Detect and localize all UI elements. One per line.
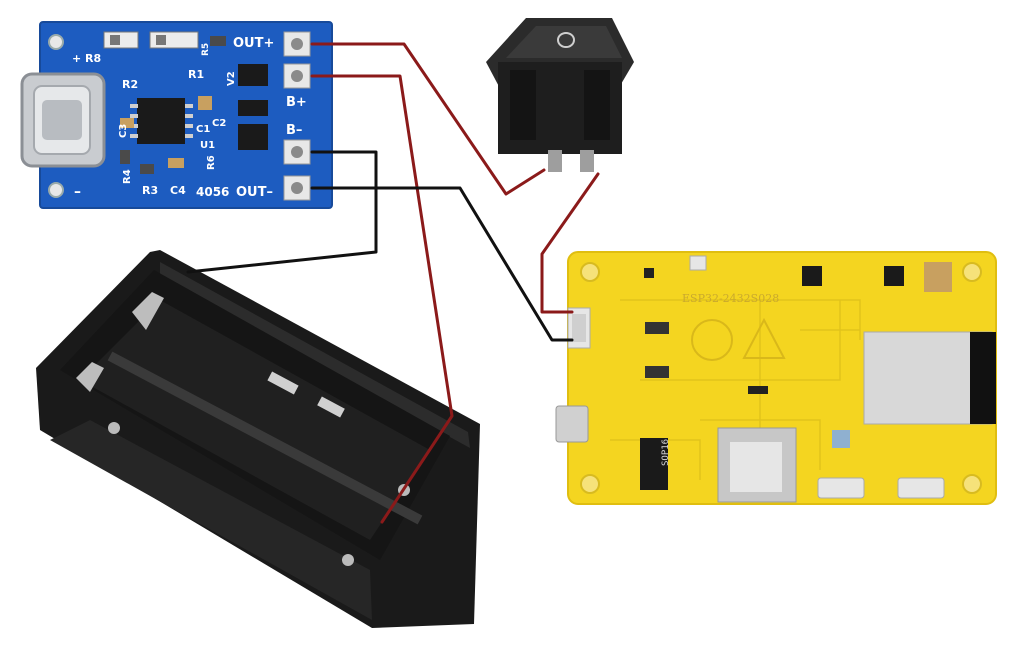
- charger-board: + R8 R5 OUT+ R1 R2 V2 B+ C3 C1 C2 U1 B– …: [20, 21, 333, 209]
- label-r8: + R8: [72, 52, 101, 65]
- micro-usb-port: [555, 405, 589, 443]
- battery-holder: [36, 250, 480, 628]
- power-off-icon: [557, 32, 575, 48]
- label-r3: R3: [142, 184, 158, 197]
- label-out-plus: OUT+: [233, 36, 274, 51]
- label-r6: R6: [206, 155, 217, 170]
- pad-b-minus: [283, 139, 311, 165]
- label-b-minus: B–: [286, 123, 302, 138]
- rocker-switch: [486, 18, 634, 172]
- wire-b-plus-to-battery: [310, 74, 454, 524]
- wire-out-minus-to-display: [310, 186, 574, 342]
- pad-out-minus: [283, 175, 311, 201]
- label-r1: R1: [188, 68, 204, 81]
- wires: [186, 42, 600, 524]
- esp32-display-board: ESP-WROOM-32 SOP16 ESP32-2432S02: [555, 251, 997, 505]
- label-minus: –: [74, 184, 81, 200]
- label-r5: R5: [201, 43, 211, 56]
- power-connector: [567, 307, 591, 349]
- label-out-minus: OUT–: [236, 185, 273, 200]
- label-c1: C1: [196, 124, 210, 135]
- esp32-module: ESP-WROOM-32: [863, 331, 996, 425]
- label-model-4056: 4056: [196, 185, 229, 199]
- label-c3: C3: [118, 124, 129, 138]
- pad-out-plus: [283, 31, 311, 57]
- usb-c-connector: [20, 72, 106, 168]
- label-r4: R4: [122, 169, 133, 184]
- label-r2: R2: [122, 78, 138, 91]
- board-model-label: ESP32-2432S028: [682, 292, 779, 305]
- module-label: ESP-WROOM-32: [925, 345, 935, 410]
- microsd-slot: [717, 427, 797, 503]
- pad-b-plus: [283, 63, 311, 89]
- label-c2: C2: [212, 118, 226, 129]
- warning-icon: [742, 317, 786, 359]
- label-b-plus: B+: [286, 95, 307, 110]
- pb-free-icon: [691, 319, 733, 361]
- label-c4: C4: [170, 184, 186, 197]
- sop16-label: SOP16: [661, 439, 671, 466]
- wire-switch-to-display: [540, 172, 600, 314]
- tp4056-chip: [130, 98, 193, 144]
- label-v2: V2: [226, 71, 237, 86]
- label-u1: U1: [200, 140, 215, 151]
- wire-b-minus-to-battery: [186, 150, 378, 274]
- wire-out-plus-to-switch: [310, 42, 546, 196]
